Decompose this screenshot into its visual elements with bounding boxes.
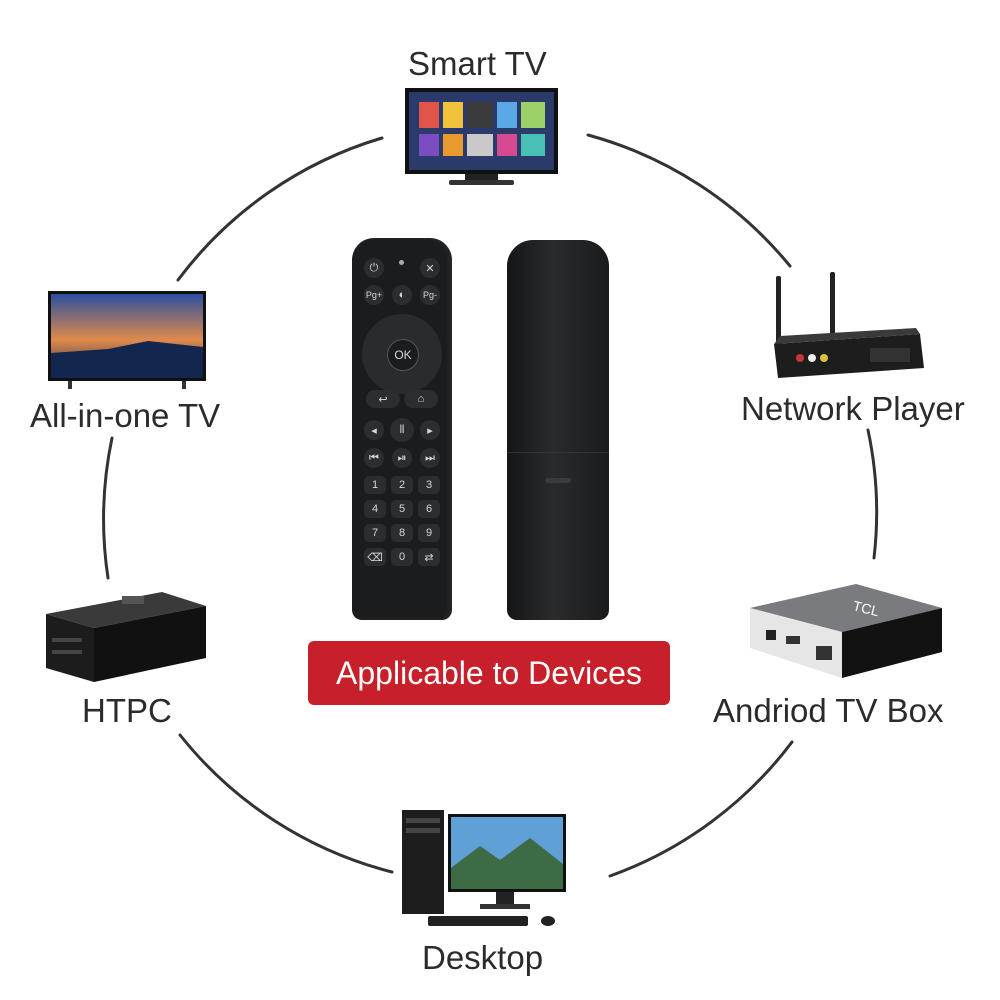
digit-5[interactable]: 5: [391, 500, 413, 518]
ring-arc-bottom-left: [178, 733, 394, 874]
mouse-icon[interactable]: ◐: [392, 285, 412, 305]
android-tv-box-image: TCL: [750, 584, 942, 678]
voice-icon[interactable]: ⦀: [390, 418, 414, 442]
network-player-label: Network Player: [741, 390, 965, 427]
back-icon[interactable]: ↩: [366, 390, 400, 408]
battery-cover-line: [507, 452, 609, 453]
htpc-image: [46, 592, 206, 682]
volume-down-icon[interactable]: ◂: [364, 420, 384, 440]
page-down-button[interactable]: Pg-: [420, 285, 440, 305]
digit-3[interactable]: 3: [418, 476, 440, 494]
input-switch-icon[interactable]: ⇄: [418, 548, 440, 566]
digit-6[interactable]: 6: [418, 500, 440, 518]
digit-8[interactable]: 8: [391, 524, 413, 542]
digit-1[interactable]: 1: [364, 476, 386, 494]
network-player-image: [774, 272, 924, 378]
next-icon[interactable]: ⏭: [420, 448, 440, 468]
htpc-label: HTPC: [82, 692, 172, 729]
battery-cover-slot: [545, 478, 571, 483]
delete-icon[interactable]: ⌫: [364, 548, 386, 566]
ring-arc-right: [866, 428, 879, 560]
volume-up-icon[interactable]: ▸: [420, 420, 440, 440]
all-in-one-tv-label: All-in-one TV: [30, 397, 221, 434]
desktop-label: Desktop: [422, 939, 544, 976]
tcl-logo: TCL: [851, 597, 881, 619]
power-icon[interactable]: ⏻: [364, 258, 384, 278]
remote-front: ⏻ ✕ Pg+ ◐ Pg- OK ↩ ⌂ ◂ ⦀ ▸ ⏮ ⏯ ⏭ 1 2 3 4…: [352, 238, 452, 620]
remote-back: [507, 240, 609, 620]
ring-arc-top-right: [586, 133, 792, 268]
home-icon[interactable]: ⌂: [404, 390, 438, 408]
digit-2[interactable]: 2: [391, 476, 413, 494]
ring-arc-bottom-right: [608, 740, 794, 878]
page-up-button[interactable]: Pg+: [364, 285, 384, 305]
smart-tv-label: Smart TV: [408, 45, 547, 82]
ring-arc-top-left: [176, 136, 384, 282]
ring-arc-left: [102, 436, 114, 580]
desktop-image: [402, 810, 566, 926]
digit-9[interactable]: 9: [418, 524, 440, 542]
prev-icon[interactable]: ⏮: [364, 448, 384, 468]
ok-button[interactable]: OK: [387, 339, 419, 371]
mute-icon[interactable]: ✕: [420, 258, 440, 278]
applicable-devices-banner: Applicable to Devices: [308, 641, 670, 705]
digit-4[interactable]: 4: [364, 500, 386, 518]
all-in-one-tv-image: [48, 291, 206, 389]
android-tv-box-label: Andriod TV Box: [713, 692, 944, 729]
mic-indicator: [399, 260, 404, 265]
digit-7[interactable]: 7: [364, 524, 386, 542]
digit-0[interactable]: 0: [391, 548, 413, 566]
smart-tv-image: [405, 88, 558, 185]
play-pause-icon[interactable]: ⏯: [392, 448, 412, 468]
